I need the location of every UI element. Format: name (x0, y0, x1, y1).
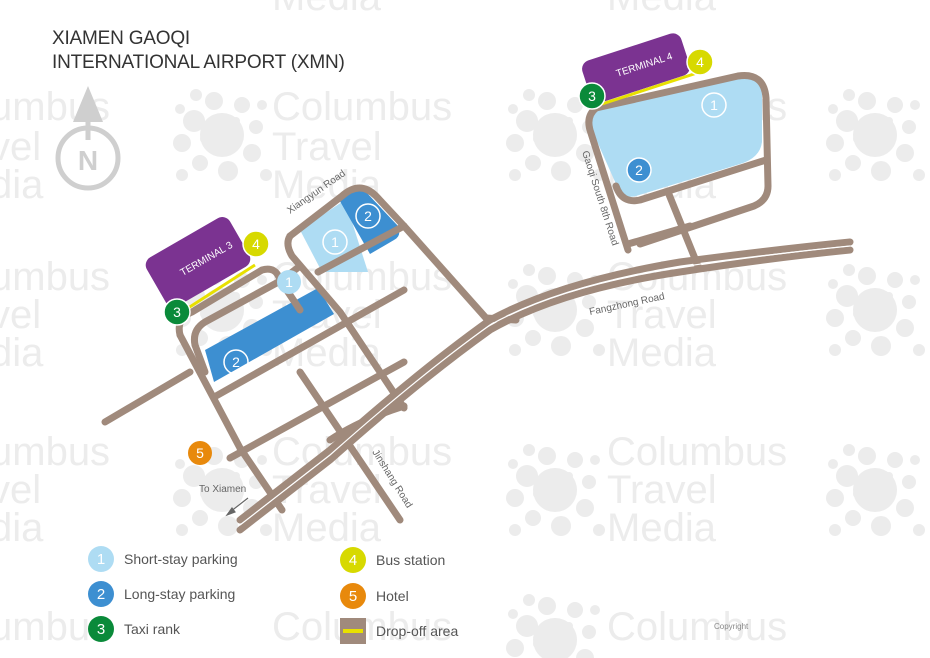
svg-text:dia: dia (0, 331, 44, 375)
svg-text:4: 4 (696, 54, 704, 70)
marker-long-stay-t4: 2 (626, 157, 652, 183)
dropoff-swatch-icon (340, 618, 366, 644)
svg-text:vel: vel (0, 125, 41, 169)
title-line-1: XIAMEN GAOQI (52, 28, 191, 49)
taxi-marker-icon: 3 (88, 616, 114, 642)
marker-bus-t4: 4 (686, 48, 714, 76)
legend-item-hotel: 5 Hotel (340, 582, 409, 610)
legend-item-dropoff: Drop-off area (340, 617, 458, 645)
svg-text:vel: vel (0, 468, 41, 512)
copyright: Copyright (714, 622, 749, 631)
road-label-to-xiamen: To Xiamen (199, 484, 246, 495)
svg-text:4: 4 (252, 236, 260, 252)
marker-hotel: 5 (188, 441, 212, 465)
legend-label: Bus station (376, 552, 446, 568)
svg-text:dia: dia (0, 163, 44, 207)
legend-item-taxi: 3 Taxi rank (88, 615, 180, 643)
svg-text:5: 5 (196, 445, 204, 461)
legend-label: Hotel (376, 588, 409, 604)
svg-text:Media: Media (607, 0, 717, 19)
dropoff-area-t4 (601, 70, 701, 106)
arrow-icon (225, 497, 249, 517)
roads (101, 71, 854, 534)
svg-text:dia: dia (0, 506, 44, 550)
svg-text:umbus: umbus (0, 430, 110, 474)
north-arrow-icon: N (55, 86, 121, 191)
dropoff-area-t3 (184, 263, 256, 312)
legend-item-bus: 4 Bus station (340, 546, 445, 574)
svg-text:Columbus: Columbus (607, 430, 787, 474)
legend-label: Drop-off area (376, 623, 459, 639)
svg-text:2: 2 (635, 162, 643, 178)
legend-item-long-stay: 2 Long-stay parking (88, 580, 235, 608)
marker-taxi-t3: 3 (163, 298, 191, 326)
svg-text:3: 3 (588, 88, 596, 104)
legend-label: Long-stay parking (124, 586, 236, 602)
svg-text:2: 2 (232, 354, 240, 370)
marker-short-stay-t4: 1 (701, 92, 727, 118)
marker-short-stay-t3: 1 (277, 270, 301, 294)
map-title: XIAMEN GAOQI INTERNATIONAL AIRPORT (XMN) (52, 27, 345, 75)
svg-text:Media: Media (607, 506, 717, 550)
svg-text:Media: Media (272, 0, 382, 19)
svg-text:Travel: Travel (272, 125, 382, 169)
title-line-2: INTERNATIONAL AIRPORT (XMN) (52, 52, 345, 73)
legend-label: Short-stay parking (124, 551, 238, 567)
svg-text:Travel: Travel (607, 293, 717, 337)
svg-text:Columbus: Columbus (607, 605, 787, 649)
svg-text:2: 2 (364, 208, 372, 224)
legend-label: Taxi rank (124, 621, 181, 637)
svg-text:1: 1 (285, 274, 293, 290)
svg-text:vel: vel (0, 293, 41, 337)
terminal-3: TERMINAL 3 (145, 217, 251, 307)
svg-text:Columbus: Columbus (272, 85, 452, 129)
svg-text:1: 1 (710, 97, 718, 113)
long-stay-marker-icon: 2 (88, 581, 114, 607)
marker-bus-t3: 4 (242, 230, 270, 258)
marker-long-stay-xiangyun: 2 (355, 203, 381, 229)
svg-text:Media: Media (607, 331, 717, 375)
marker-short-stay-xiangyun: 1 (322, 229, 348, 255)
svg-text:1: 1 (331, 234, 339, 250)
short-stay-marker-icon: 1 (88, 546, 114, 572)
hotel-marker-icon: 5 (340, 583, 366, 609)
marker-taxi-t4: 3 (578, 82, 606, 110)
legend-item-short-stay: 1 Short-stay parking (88, 545, 238, 573)
svg-text:Media: Media (272, 506, 382, 550)
svg-text:Travel: Travel (607, 468, 717, 512)
terminal-4: TERMINAL 4 (582, 33, 690, 103)
svg-text:umbus: umbus (0, 255, 110, 299)
marker-long-stay-t3: 2 (223, 349, 249, 375)
svg-text:N: N (78, 145, 98, 176)
svg-text:3: 3 (173, 304, 181, 320)
bus-marker-icon: 4 (340, 547, 366, 573)
